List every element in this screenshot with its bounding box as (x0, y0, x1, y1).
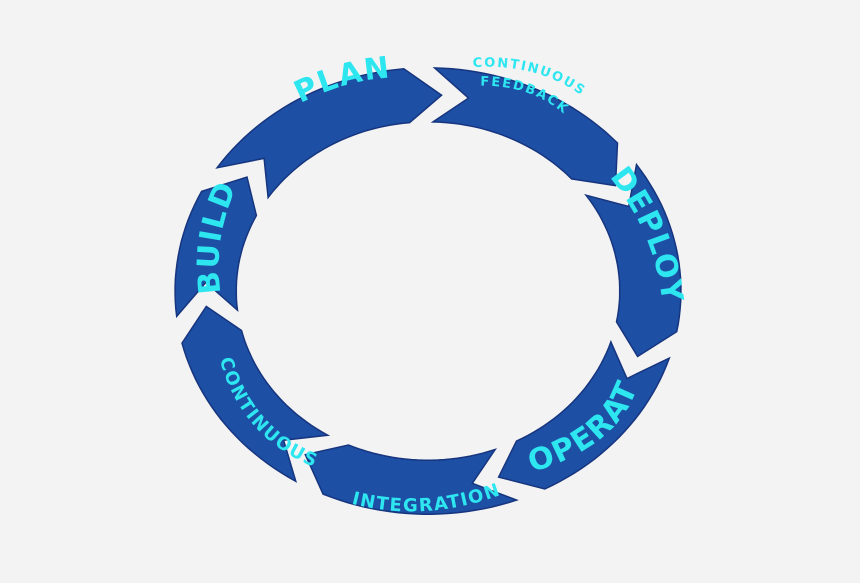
segment-continuous (181, 305, 331, 483)
segment-integration (304, 444, 519, 515)
segment-plan (215, 68, 443, 200)
segment-build (174, 176, 258, 319)
segment-operate (497, 339, 671, 490)
segment-deploy (584, 162, 682, 358)
cycle-segments (174, 67, 682, 515)
cycle-labels: PLAN CONTINUOUS FEEDBACK DEPLOY OPERATE … (0, 0, 688, 516)
segment-continuous-feedback (430, 67, 619, 187)
